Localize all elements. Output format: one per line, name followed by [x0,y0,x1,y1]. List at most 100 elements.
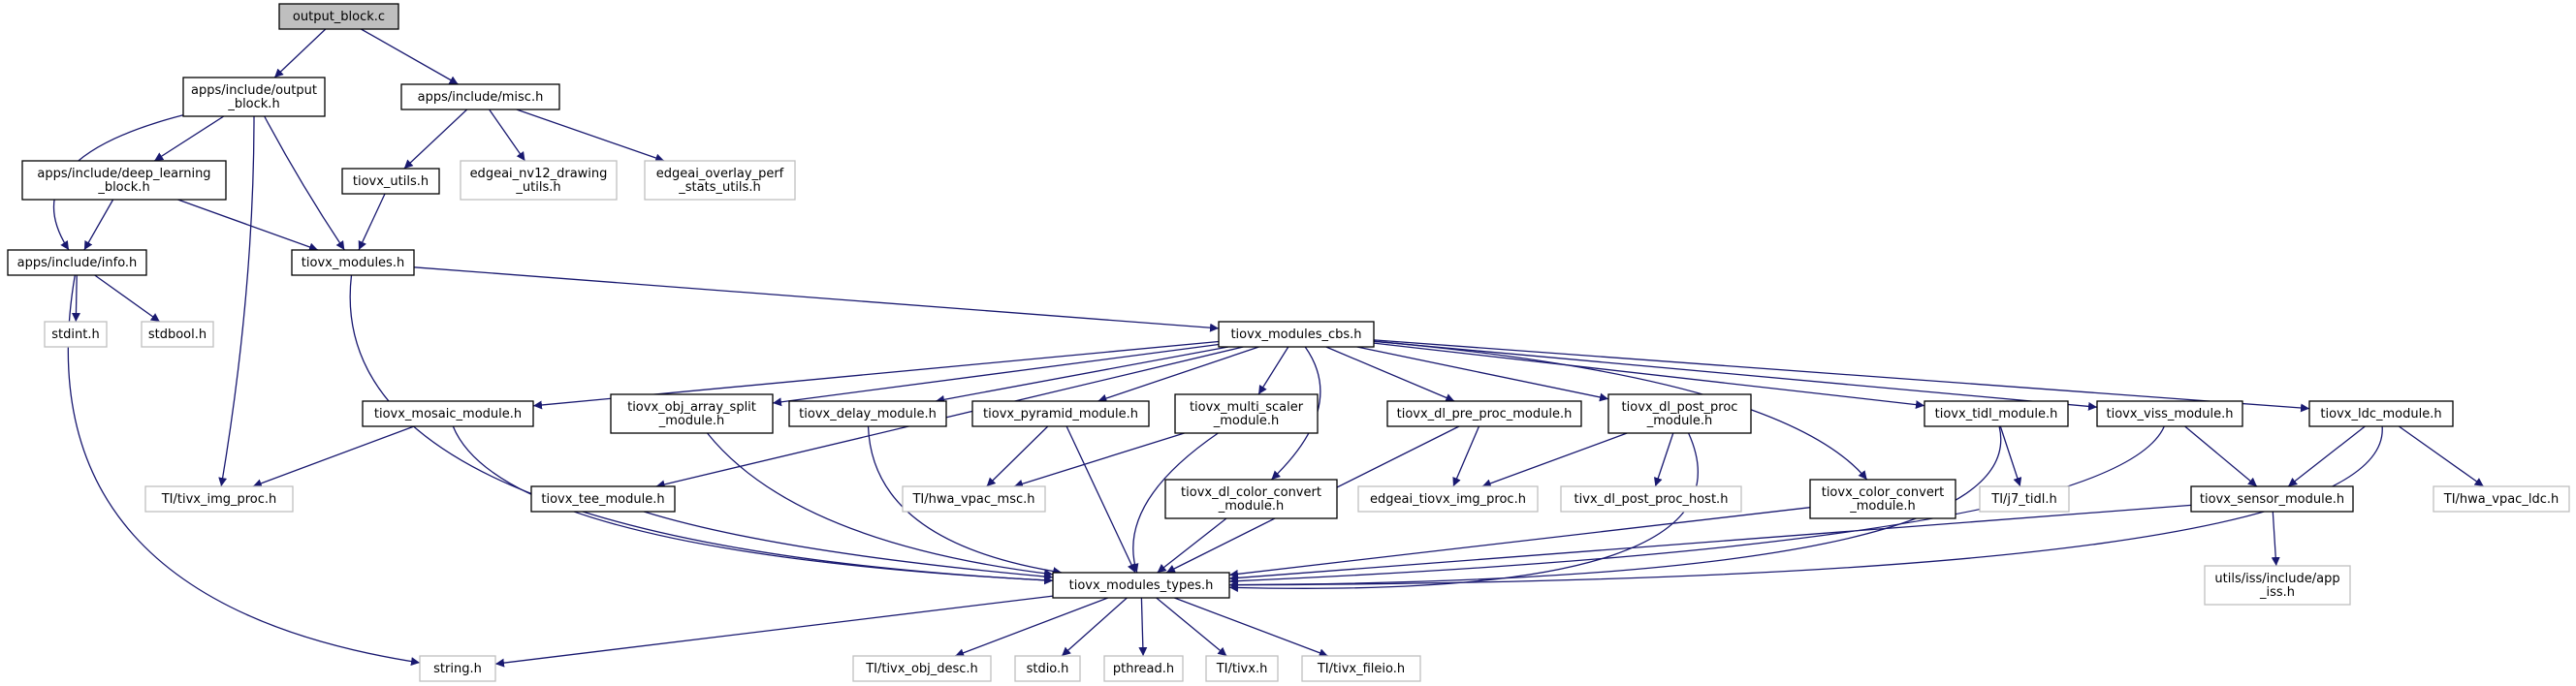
node-box [1014,655,1081,682]
node-label: apps/include/deep_learning [37,167,210,181]
edge-tiovx_modules_types_h-to-string_h [494,595,1054,668]
edge-tiovx_multi_scaler_module_h-to-tiovx_modules_types_h [1129,432,1219,574]
edge-tiovx_ldc_module_h-to-ti_hwa_vpac_ldc_h [2398,425,2485,487]
node-label: _module.h [1646,414,1713,428]
node-apps_info_h[interactable]: apps/include/info.h [7,249,147,276]
node-apps_deep_learning_block_h[interactable]: apps/include/deep_learning_block.h [21,160,227,201]
node-label: tiovx_tidl_module.h [1935,407,2058,421]
node-label: tiovx_tee_module.h [541,492,664,507]
node-tiovx_obj_array_split_module_h[interactable]: tiovx_obj_array_split_module.h [610,393,774,434]
edge-apps_misc_h-to-tiovx_utils_h [403,109,468,170]
edge-tiovx_dl_post_proc_module_h-to-tiovx_modules_types_h [1228,432,1699,593]
node-label: tiovx_pyramid_module.h [983,407,1138,421]
edge-tiovx_color_convert_module_h-to-tiovx_modules_types_h [1228,507,1811,578]
node-label: TI/hwa_vpac_ldc.h [2443,492,2559,507]
node-tiovx_multi_scaler_module_h[interactable]: tiovx_multi_scaler_module.h [1174,393,1319,434]
edge-tiovx_dl_color_convert_module_h-to-tiovx_modules_types_h [1157,517,1227,574]
node-stdio_h: stdio.h [1014,655,1081,682]
node-box [1164,479,1338,519]
edge-apps_deep_learning_block_h-to-apps_info_h [83,199,114,251]
node-tivx_dl_post_proc_host_h: tivx_dl_post_proc_host.h [1560,485,1742,513]
node-label: tivx_dl_post_proc_host.h [1574,492,1729,507]
node-box [460,160,618,201]
node-box [1607,393,1752,434]
node-tiovx_modules_h[interactable]: tiovx_modules.h [291,249,415,276]
node-label: _stats_utils.h [678,180,760,195]
node-box [1052,572,1230,599]
edge-tiovx_sensor_module_h-to-tiovx_modules_types_h [1228,504,2192,582]
node-label: tiovx_sensor_module.h [2200,492,2344,507]
node-box [1218,321,1375,348]
edge-apps_output_block_h-to-apps_deep_learning_block_h [153,115,225,162]
node-box [530,485,676,513]
node-box [2096,400,2243,427]
node-box [44,321,108,348]
node-tiovx_dl_color_convert_module_h[interactable]: tiovx_dl_color_convert_module.h [1164,479,1338,519]
node-tiovx_viss_module_h[interactable]: tiovx_viss_module.h [2096,400,2243,427]
node-box [2308,400,2454,427]
node-tiovx_tee_module_h[interactable]: tiovx_tee_module.h [530,485,676,513]
node-label: _iss.h [2259,585,2295,600]
node-label: _module.h [1218,499,1285,514]
node-tiovx_dl_pre_proc_module_h[interactable]: tiovx_dl_pre_proc_module.h [1386,400,1582,427]
node-label: apps/include/output [191,83,317,98]
node-ti_hwa_vpac_msc_h: TI/hwa_vpac_msc.h [902,485,1046,513]
node-tiovx_tidl_module_h[interactable]: tiovx_tidl_module.h [1924,400,2069,427]
node-box [788,400,947,427]
edge-tiovx_modules_cbs_h-to-tiovx_viss_module_h [1373,340,2098,411]
node-label: apps/include/misc.h [418,90,544,105]
node-label: _block.h [97,180,149,195]
edge-apps_misc_h-to-edgeai_overlay_perf_stats_utils_h [516,109,665,163]
node-label: stdint.h [51,327,99,342]
node-box [362,400,534,427]
node-tiovx_sensor_module_h[interactable]: tiovx_sensor_module.h [2190,485,2354,513]
node-box [7,249,147,276]
node-tiovx_pyramid_module_h[interactable]: tiovx_pyramid_module.h [971,400,1150,427]
node-label: stdio.h [1027,662,1069,676]
node-box [144,485,294,513]
node-box [341,168,440,195]
edge-output_block_c-to-apps_output_block_h [273,28,327,78]
node-ti_hwa_vpac_ldc_h: TI/hwa_vpac_ldc.h [2433,485,2570,513]
node-label: _module.h [658,414,725,428]
edge-tiovx_sensor_module_h-to-utils_iss_include_app_iss_h [2271,511,2280,567]
node-tiovx_mosaic_module_h[interactable]: tiovx_mosaic_module.h [362,400,534,427]
edge-output_block_c-to-apps_misc_h [361,28,459,85]
edge-tiovx_dl_post_proc_module_h-to-edgeai_tiovx_img_proc_h [1481,432,1628,488]
node-ti_tivx_obj_desc_h: TI/tivx_obj_desc.h [852,655,992,682]
edge-tiovx_modules_cbs_h-to-tiovx_obj_array_split_module_h [772,343,1220,407]
edge-tiovx_modules_cbs_h-to-tiovx_dl_post_proc_module_h [1356,346,1609,402]
node-ti_tivx_h: TI/tivx.h [1205,655,1279,682]
node-tiovx_modules_cbs_h[interactable]: tiovx_modules_cbs.h [1218,321,1375,348]
node-ti_tivx_fileio_h: TI/tivx_fileio.h [1301,655,1421,682]
node-apps_output_block_h[interactable]: apps/include/output_block.h [182,77,326,117]
node-label: _block.h [227,97,279,111]
node-box [291,249,415,276]
node-ti_tivx_img_proc_h: TI/tivx_img_proc.h [144,485,294,513]
node-tiovx_dl_post_proc_module_h[interactable]: tiovx_dl_post_proc_module.h [1607,393,1752,434]
edge-tiovx_modules_types_h-to-pthread_h [1138,597,1148,657]
edge-apps_info_h-to-stdint_h [71,274,80,323]
edge-tiovx_modules_types_h-to-ti_tivx_h [1156,597,1227,657]
edge-tiovx_ldc_module_h-to-tiovx_modules_types_h [1228,425,2383,590]
node-tiovx_delay_module_h[interactable]: tiovx_delay_module.h [788,400,947,427]
node-apps_misc_h[interactable]: apps/include/misc.h [400,83,560,110]
node-string_h: string.h [419,655,496,682]
node-tiovx_color_convert_module_h[interactable]: tiovx_color_convert_module.h [1809,479,1956,519]
edge-tiovx_modules_cbs_h-to-tiovx_ldc_module_h [1373,339,2310,413]
node-label: tiovx_dl_color_convert [1181,485,1321,500]
node-label: TI/tivx.h [1216,662,1268,676]
node-tiovx_modules_types_h[interactable]: tiovx_modules_types.h [1052,572,1230,599]
node-tiovx_utils_h[interactable]: tiovx_utils.h [341,168,440,195]
node-label: apps/include/info.h [17,256,138,270]
edge-tiovx_viss_module_h-to-tiovx_modules_types_h [1228,425,2165,586]
node-tiovx_ldc_module_h[interactable]: tiovx_ldc_module.h [2308,400,2454,427]
node-box [2190,485,2354,513]
edge-tiovx_modules_h-to-tiovx_modules_types_h [349,274,1054,585]
edge-tiovx_modules_h-to-tiovx_modules_cbs_h [413,266,1220,332]
node-edgeai_tiovx_img_proc_h: edgeai_tiovx_img_proc.h [1357,485,1539,513]
node-label: output_block.c [293,10,385,24]
node-label: TI/hwa_vpac_msc.h [911,492,1034,507]
node-box [852,655,992,682]
